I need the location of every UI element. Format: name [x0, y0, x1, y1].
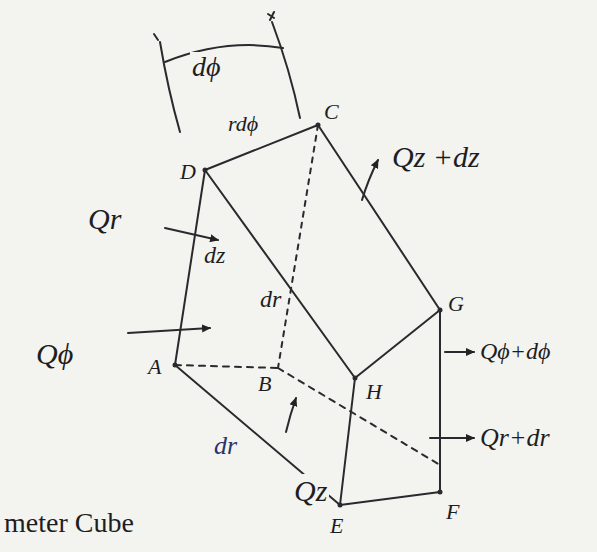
corner-letter: A	[146, 355, 163, 379]
edge-dc	[205, 125, 318, 170]
corner-dots	[173, 123, 443, 508]
corner-letter: G	[446, 292, 466, 316]
edge-gf	[439, 310, 441, 492]
flux-arrow	[362, 160, 378, 200]
flux-arrow	[430, 437, 474, 439]
flux-arrow	[445, 351, 474, 353]
edge-ef	[340, 492, 440, 505]
corner-letter: C	[322, 100, 341, 124]
edge-dh	[205, 170, 355, 378]
flux-label: Qϕ+dϕ	[478, 338, 552, 364]
corner-letter: E	[328, 514, 345, 538]
flux-label: Qr+dr	[478, 424, 552, 453]
flux-label: Qz +dz	[390, 140, 482, 173]
corner-letter: B	[256, 372, 273, 396]
angle-ray	[272, 22, 300, 118]
arc-tick	[154, 12, 274, 40]
flux-label: Qϕ	[34, 337, 75, 370]
dimension: dr	[212, 432, 239, 461]
corner-letter: F	[444, 500, 461, 524]
arc-length: rdϕ	[226, 112, 260, 136]
corner-letter: H	[364, 380, 384, 404]
caption-note: meter Cube	[2, 508, 136, 539]
edge-he	[340, 378, 355, 505]
flux-arrow	[165, 228, 218, 240]
dimension: dz	[202, 242, 227, 268]
edge-hg	[355, 310, 440, 378]
hidden-edge-bf	[278, 368, 440, 465]
dimension: dr	[258, 286, 283, 312]
angle-arc	[165, 45, 283, 62]
flux-label: Qz	[292, 474, 329, 507]
angle-ray	[160, 42, 180, 132]
edge-da	[175, 170, 205, 365]
hidden-edge-ab	[175, 365, 278, 368]
flux-arrow	[286, 398, 296, 432]
flux-arrow	[128, 328, 210, 333]
angle-label: dϕ	[190, 52, 223, 83]
flux-label: Qr	[86, 202, 123, 235]
hidden-edge-cb	[278, 125, 318, 368]
corner-letter: D	[178, 160, 198, 184]
